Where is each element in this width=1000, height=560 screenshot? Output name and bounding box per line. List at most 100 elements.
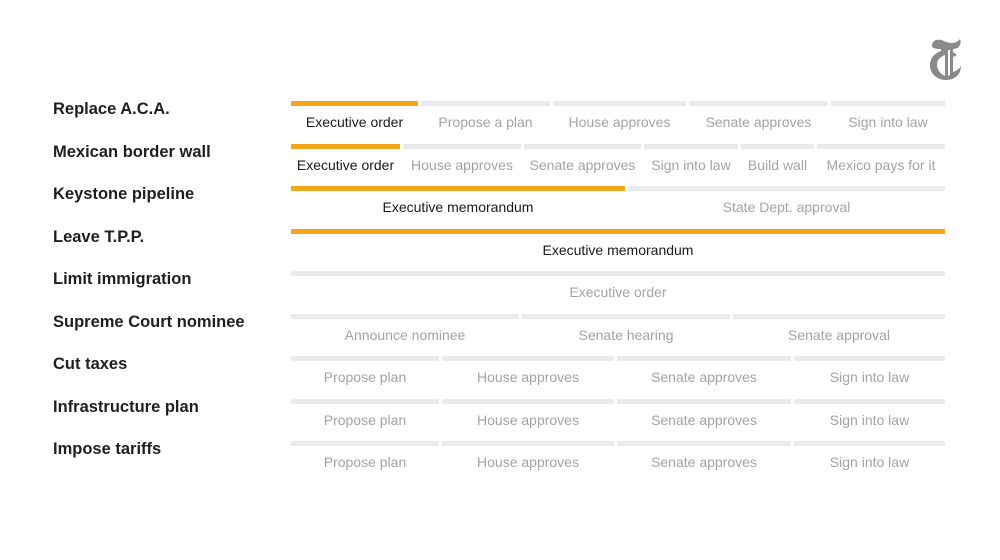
step-progress-bar xyxy=(442,398,614,404)
completed-step: Executive order xyxy=(291,101,418,141)
step-label: Propose plan xyxy=(323,411,407,428)
step-progress-bar xyxy=(442,441,614,446)
progress-track: Executive order Propose a plan House appro… xyxy=(291,101,945,141)
completed-step: Executive memorandum xyxy=(291,228,945,269)
step-label: House approves xyxy=(477,369,579,385)
policy-label: Infrastructure plan xyxy=(53,397,199,416)
step-progress-bar xyxy=(794,398,945,404)
step-label: Executive memorandum xyxy=(542,241,694,258)
pending-step: Sign into law xyxy=(794,398,945,439)
step-progress-bar xyxy=(617,398,791,404)
step-label: Senate approves xyxy=(651,369,757,385)
step-progress-bar xyxy=(689,101,828,106)
step-label: Senate approves xyxy=(651,411,757,428)
step-label: Senate approves xyxy=(705,114,812,130)
step-label: Sign into law xyxy=(829,454,910,470)
step-label: Mexico pays for it xyxy=(826,156,936,173)
step-progress-bar xyxy=(291,101,418,106)
pending-step: Executive order xyxy=(291,271,945,311)
step-label: Propose plan xyxy=(323,454,407,470)
policy-label: Replace A.C.A. xyxy=(53,100,170,118)
step-label: State Dept. approval xyxy=(722,199,851,215)
step-progress-bar xyxy=(442,356,614,361)
pending-step: Mexico pays for it xyxy=(817,143,945,184)
step-label: Sign into law xyxy=(651,156,731,173)
progress-track: Executive order xyxy=(291,271,945,311)
step-label: Senate approval xyxy=(788,326,890,343)
step-progress-bar xyxy=(522,313,730,319)
step-progress-bar xyxy=(628,186,945,191)
pending-step: Senate hearing xyxy=(522,313,730,354)
pending-step: House approves xyxy=(553,101,686,141)
step-label: House approves xyxy=(568,114,671,130)
pending-step: State Dept. approval xyxy=(628,186,945,226)
step-label: Propose a plan xyxy=(438,114,533,130)
step-label: Sign into law xyxy=(829,369,910,385)
step-progress-bar xyxy=(617,441,791,446)
step-progress-bar xyxy=(291,186,625,191)
step-label: Executive order xyxy=(569,284,667,300)
step-progress-bar xyxy=(553,101,686,106)
step-progress-bar xyxy=(741,143,814,149)
pending-step: Sign into law xyxy=(644,143,738,184)
step-label: House approves xyxy=(477,411,579,428)
progress-track: Propose plan House approves Senate approve… xyxy=(291,441,945,481)
pending-step: Senate approves xyxy=(617,398,791,439)
pending-step: Senate approves xyxy=(617,356,791,396)
step-label: Propose plan xyxy=(323,369,407,385)
step-progress-bar xyxy=(421,101,550,106)
policy-row: Replace A.C.A. Executive order Propose a p… xyxy=(0,99,1000,141)
progress-track: Propose plan House approves Senate approve… xyxy=(291,398,945,439)
policy-label: Mexican border wall xyxy=(53,142,211,161)
pending-step: Propose plan xyxy=(291,398,439,439)
step-progress-bar xyxy=(291,398,439,404)
step-label: Build wall xyxy=(747,156,808,173)
nyt-t-logo-icon xyxy=(930,39,961,80)
pending-step: House approves xyxy=(403,143,521,184)
step-label: Executive memorandum xyxy=(382,199,534,215)
pending-step: Senate approves xyxy=(617,441,791,481)
pending-step: Build wall xyxy=(741,143,814,184)
pending-step: Propose a plan xyxy=(421,101,550,141)
policy-label: Supreme Court nominee xyxy=(53,312,245,331)
policy-label: Limit immigration xyxy=(53,270,192,288)
pending-step: Propose plan xyxy=(291,441,439,481)
step-label: Executive order xyxy=(305,114,404,130)
step-progress-bar xyxy=(291,313,519,319)
pending-step: House approves xyxy=(442,441,614,481)
pending-step: Senate approval xyxy=(733,313,945,354)
step-progress-bar xyxy=(644,143,738,149)
step-progress-bar xyxy=(831,101,945,106)
policy-label: Leave T.P.P. xyxy=(53,227,145,246)
policy-label: Impose tariffs xyxy=(53,440,162,458)
completed-step: Executive memorandum xyxy=(291,186,625,226)
step-label: House approves xyxy=(477,454,579,470)
step-progress-bar xyxy=(617,356,791,361)
policy-label: Cut taxes xyxy=(53,355,128,373)
progress-track: Executive memorandum xyxy=(291,228,945,269)
step-progress-bar xyxy=(817,143,945,149)
step-progress-bar xyxy=(794,356,945,361)
step-progress-bar xyxy=(794,441,945,446)
pending-step: Sign into law xyxy=(794,441,945,481)
step-progress-bar xyxy=(291,228,945,234)
step-label: Sign into law xyxy=(829,411,910,428)
step-progress-bar xyxy=(291,143,400,149)
step-label: Senate approves xyxy=(651,454,757,470)
step-label: Senate hearing xyxy=(578,326,674,343)
policy-label: Keystone pipeline xyxy=(53,185,195,203)
step-label: Sign into law xyxy=(848,114,928,130)
step-progress-bar xyxy=(291,441,439,446)
step-label: Senate approves xyxy=(529,156,636,173)
progress-track: Executive memorandum State Dept. approval xyxy=(291,186,945,226)
step-progress-bar xyxy=(524,143,641,149)
